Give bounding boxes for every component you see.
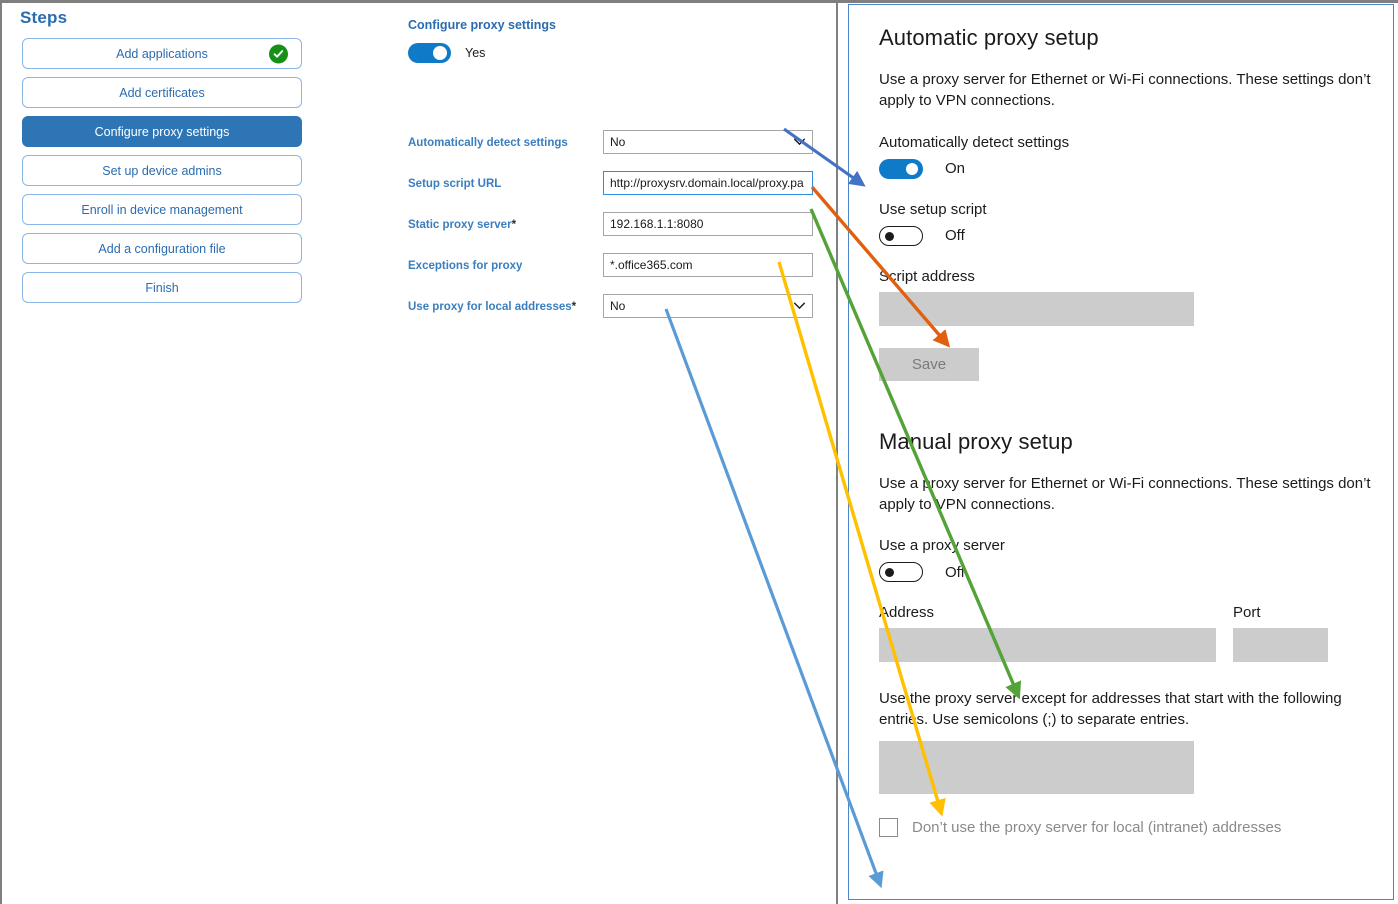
step-label: Enroll in device management xyxy=(81,202,243,217)
step-label: Add a configuration file xyxy=(98,241,226,256)
proxy-form-panel: Configure proxy settings Yes Automatical… xyxy=(408,8,828,318)
form-heading: Configure proxy settings xyxy=(408,18,556,32)
required-marker: * xyxy=(511,219,517,231)
sidebar-item-add-a-configuration-file[interactable]: Add a configuration file xyxy=(22,233,302,264)
address-port-row: Address Port xyxy=(879,604,1379,663)
use-a-proxy-server-toggle[interactable] xyxy=(879,562,923,583)
exceptions-for-proxy-input[interactable]: *.office365.com xyxy=(603,253,813,277)
check-circle-icon xyxy=(269,44,288,63)
sidebar-item-enroll-in-device-management[interactable]: Enroll in device management xyxy=(22,194,302,225)
window-top-border xyxy=(0,0,1398,3)
windows-settings-content: Automatic proxy setup Use a proxy server… xyxy=(879,5,1379,837)
input-value: 192.168.1.1:8080 xyxy=(610,217,704,231)
field-label: Automatically detect settings xyxy=(408,137,568,149)
steps-title: Steps xyxy=(20,8,68,27)
step-label: Configure proxy settings xyxy=(94,124,230,139)
step-label: Add applications xyxy=(116,46,208,61)
manual-proxy-setup-heading: Manual proxy setup xyxy=(879,428,1073,454)
chevron-down-icon xyxy=(794,138,805,146)
use-a-proxy-server-toggle-row: Off xyxy=(879,562,1379,583)
use-a-proxy-server-state: Off xyxy=(945,563,965,581)
automatic-proxy-setup-description: Use a proxy server for Ethernet or Wi-Fi… xyxy=(879,71,1371,110)
sidebar-item-add-applications[interactable]: Add applications xyxy=(22,38,302,69)
auto-detect-settings-label: Automatically detect settings xyxy=(879,133,1070,151)
static-proxy-server-input[interactable]: 192.168.1.1:8080 xyxy=(603,212,813,236)
configure-proxy-toggle[interactable] xyxy=(408,43,451,63)
select-value: No xyxy=(610,299,626,313)
window-left-border xyxy=(0,0,2,904)
chevron-down-icon xyxy=(794,302,805,310)
setup-script-url-input[interactable]: http://proxysrv.domain.local/proxy.pa xyxy=(603,171,813,195)
form-field-list: Automatically detect settings No Setup s… xyxy=(408,130,828,335)
automatic-proxy-setup-heading: Automatic proxy setup xyxy=(879,25,1099,50)
step-label: Set up device admins xyxy=(102,163,222,178)
auto-detect-settings-toggle[interactable] xyxy=(879,158,923,179)
bypass-local-checkbox[interactable] xyxy=(879,817,898,837)
configure-proxy-toggle-value: Yes xyxy=(465,46,486,60)
automatically-detect-settings-select[interactable]: No xyxy=(603,130,813,154)
required-marker: * xyxy=(571,301,577,313)
auto-detect-settings-toggle-row: On xyxy=(879,158,1379,179)
save-button[interactable]: Save xyxy=(879,347,979,381)
select-value: No xyxy=(610,135,626,149)
field-setup-script-url: Setup script URL http://proxysrv.domain.… xyxy=(408,171,828,212)
field-exceptions-for-proxy: Exceptions for proxy *.office365.com xyxy=(408,253,828,294)
use-setup-script-state: Off xyxy=(945,227,965,245)
field-static-proxy-server: Static proxy server* 192.168.1.1:8080 xyxy=(408,212,828,253)
exceptions-description: Use the proxy server except for addresse… xyxy=(879,690,1342,729)
script-address-input[interactable] xyxy=(879,291,1194,326)
field-label: Exceptions for proxy xyxy=(408,260,523,272)
auto-detect-settings-state: On xyxy=(945,160,966,178)
steps-panel: Steps Add applications Add certificates … xyxy=(10,8,320,311)
bypass-local-row[interactable]: Don’t use the proxy server for local (in… xyxy=(879,817,1379,837)
port-label: Port xyxy=(1233,604,1261,622)
use-setup-script-toggle[interactable] xyxy=(879,225,923,246)
port-input[interactable] xyxy=(1233,628,1328,663)
sidebar-item-set-up-device-admins[interactable]: Set up device admins xyxy=(22,155,302,186)
windows-proxy-settings-panel: Automatic proxy setup Use a proxy server… xyxy=(848,4,1394,900)
address-group: Address xyxy=(879,604,1216,663)
step-label: Add certificates xyxy=(119,85,205,100)
bypass-local-label: Don’t use the proxy server for local (in… xyxy=(912,818,1282,836)
script-address-label: Script address xyxy=(879,267,975,285)
configure-proxy-toggle-row: Yes xyxy=(408,43,828,63)
port-group: Port xyxy=(1233,604,1328,663)
sidebar-item-finish[interactable]: Finish xyxy=(22,272,302,303)
field-label: Use proxy for local addresses* xyxy=(408,301,577,313)
address-label: Address xyxy=(879,604,935,622)
address-input[interactable] xyxy=(879,628,1216,663)
step-label: Finish xyxy=(145,280,179,295)
use-proxy-for-local-addresses-select[interactable]: No xyxy=(603,294,813,318)
field-automatically-detect-settings: Automatically detect settings No xyxy=(408,130,828,171)
input-value: *.office365.com xyxy=(610,258,693,272)
field-label: Setup script URL xyxy=(408,178,502,190)
field-label: Static proxy server* xyxy=(408,219,517,231)
panel-divider xyxy=(836,0,838,904)
use-setup-script-toggle-row: Off xyxy=(879,225,1379,246)
sidebar-item-add-certificates[interactable]: Add certificates xyxy=(22,77,302,108)
exceptions-input[interactable] xyxy=(879,740,1194,794)
sidebar-item-configure-proxy-settings[interactable]: Configure proxy settings xyxy=(22,116,302,147)
use-a-proxy-server-label: Use a proxy server xyxy=(879,537,1005,555)
use-setup-script-label: Use setup script xyxy=(879,200,987,218)
field-use-proxy-for-local-addresses: Use proxy for local addresses* No xyxy=(408,294,828,335)
input-value: http://proxysrv.domain.local/proxy.pa xyxy=(610,176,804,190)
manual-proxy-setup-description: Use a proxy server for Ethernet or Wi-Fi… xyxy=(879,474,1371,513)
